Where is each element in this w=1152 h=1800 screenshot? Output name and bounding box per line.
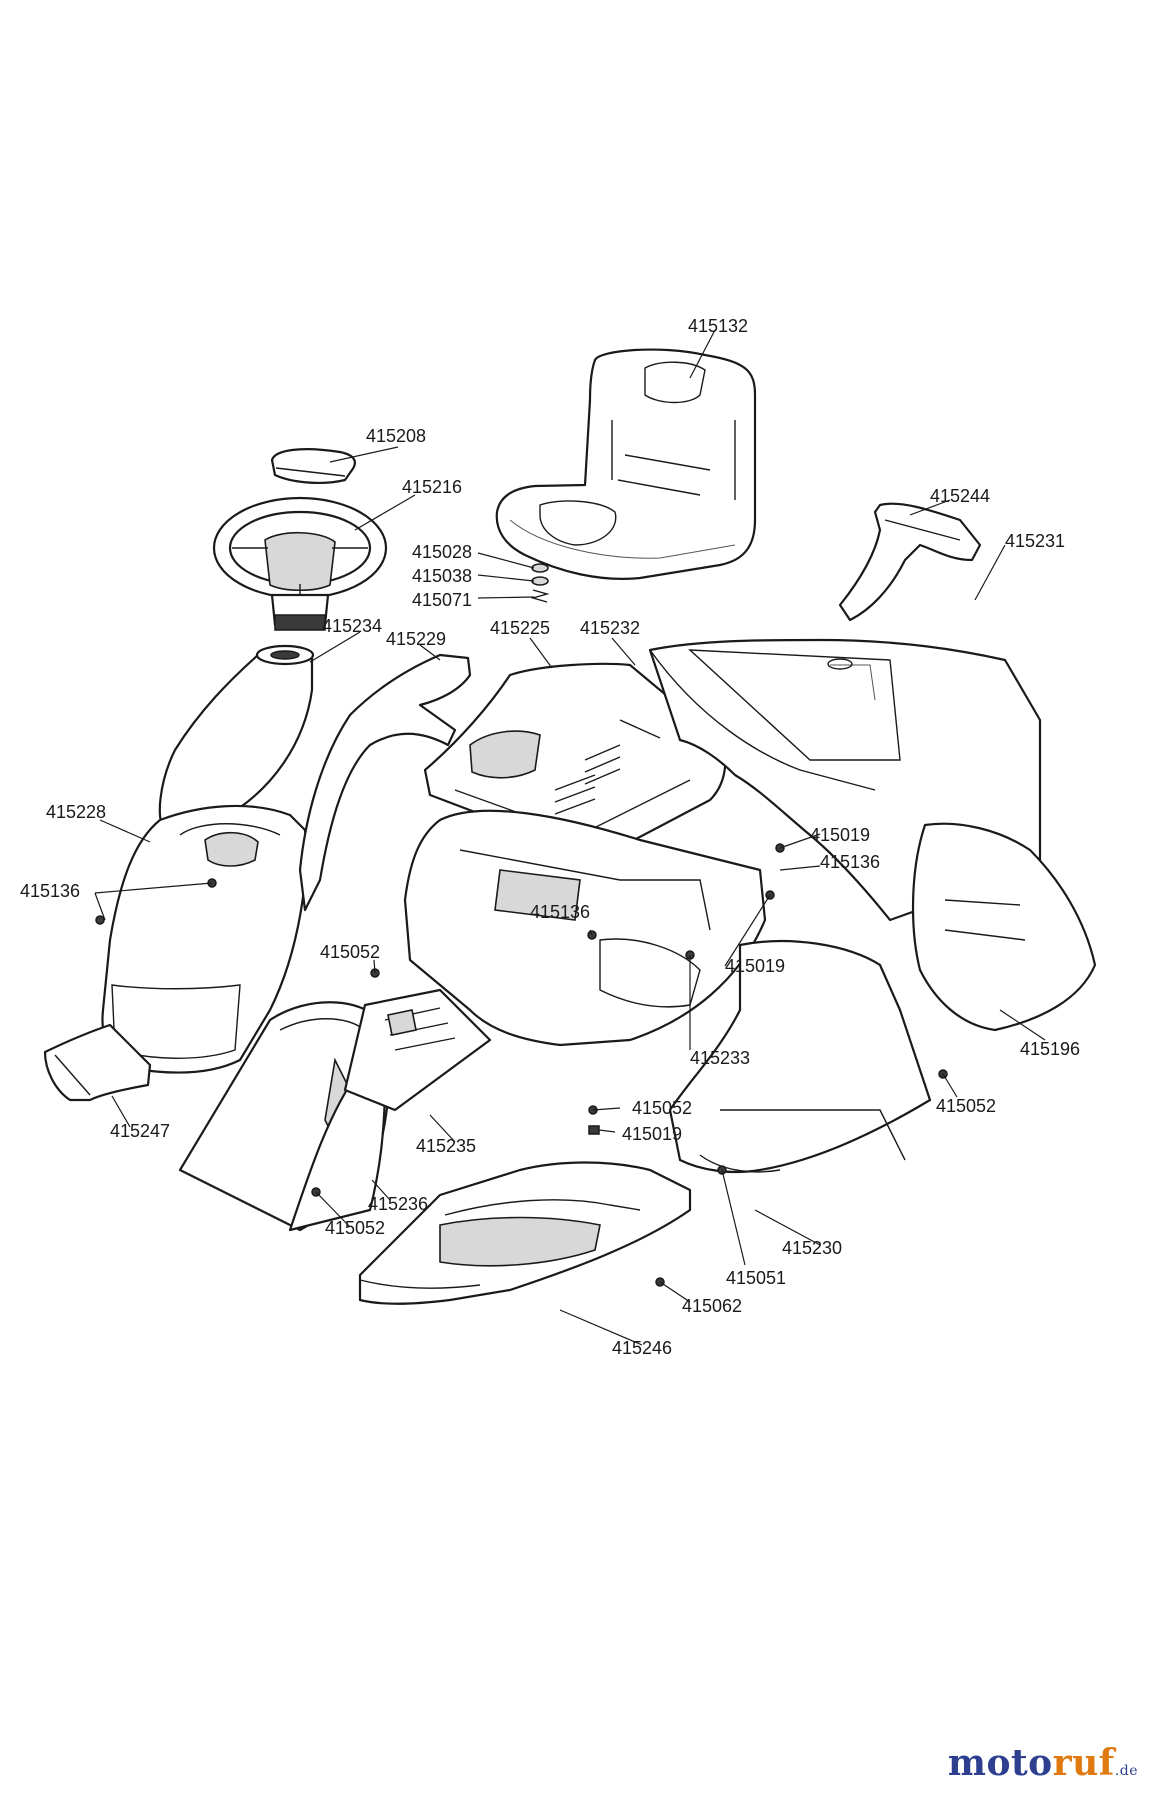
callout-clip-lower: 415019 bbox=[622, 1124, 682, 1144]
callout-bolt: 415051 bbox=[726, 1268, 786, 1288]
seat bbox=[495, 348, 757, 580]
rear-fender-lower bbox=[668, 940, 932, 1174]
steering-wheel bbox=[212, 496, 388, 631]
rear-handle bbox=[838, 502, 982, 622]
callout-lower-panel: 415235 bbox=[416, 1136, 476, 1156]
steering-cap bbox=[270, 448, 356, 485]
callout-column-cover: 415234 bbox=[322, 616, 382, 636]
callout-handle: 415244 bbox=[930, 486, 990, 506]
callout-clip-right-upper: 415019 bbox=[810, 825, 870, 845]
callout-screw-lower: 415052 bbox=[632, 1098, 692, 1118]
callout-steering-wheel: 415216 bbox=[402, 477, 462, 497]
footrest-floor bbox=[358, 1161, 692, 1305]
callout-screw-floor: 415062 bbox=[682, 1296, 742, 1316]
callout-screw-left: 415052 bbox=[320, 942, 380, 962]
callout-side-trim: 415233 bbox=[690, 1048, 750, 1068]
callout-steering-cap: 415208 bbox=[366, 426, 426, 446]
callout-fastener-right: 415136 bbox=[820, 852, 880, 872]
callout-screw-right: 415052 bbox=[936, 1096, 996, 1116]
callout-front-dash: 415228 bbox=[46, 802, 106, 822]
callout-dashboard-panel: 415225 bbox=[490, 618, 550, 638]
center-chassis bbox=[403, 809, 767, 1047]
brand-logo-part1: moto bbox=[947, 1742, 1053, 1784]
hardware-stack bbox=[530, 563, 550, 603]
brand-logo-suffix: .de bbox=[1114, 1763, 1138, 1779]
front-dash bbox=[101, 804, 308, 1074]
callout-fender-strip: 415229 bbox=[386, 629, 446, 649]
callouts: 415132 415208 415216 415244 415231 41502… bbox=[20, 316, 1080, 1358]
front-lip bbox=[43, 1023, 152, 1102]
callout-fastener-center: 415136 bbox=[530, 902, 590, 922]
callout-spring: 415071 bbox=[412, 590, 472, 610]
callout-washer-2: 415038 bbox=[412, 566, 472, 586]
right-fender bbox=[911, 822, 1097, 1032]
callout-wheel-arch: 415236 bbox=[368, 1194, 428, 1214]
lower-center-panel bbox=[343, 988, 492, 1112]
callout-front-lip: 415247 bbox=[110, 1121, 170, 1141]
steering-column-cover bbox=[158, 644, 315, 832]
callout-rear-shell: 415231 bbox=[1005, 531, 1065, 551]
brand-logo-part2: ruf bbox=[1052, 1742, 1115, 1784]
leader-lines bbox=[94, 329, 1046, 1346]
callout-seat: 415132 bbox=[688, 316, 748, 336]
callout-screw-arch: 415052 bbox=[325, 1218, 385, 1238]
callout-fastener-left: 415136 bbox=[20, 881, 80, 901]
brand-logo: motoruf.de bbox=[948, 1742, 1138, 1784]
callout-rear-fender: 415230 bbox=[782, 1238, 842, 1258]
callout-clip-center: 415019 bbox=[725, 956, 785, 976]
left-fender-strip bbox=[298, 653, 472, 912]
callout-panel-bracket: 415232 bbox=[580, 618, 640, 638]
callout-right-fender: 415196 bbox=[1020, 1039, 1080, 1059]
callout-footrest: 415246 bbox=[612, 1338, 672, 1358]
callout-washer-1: 415028 bbox=[412, 542, 472, 562]
